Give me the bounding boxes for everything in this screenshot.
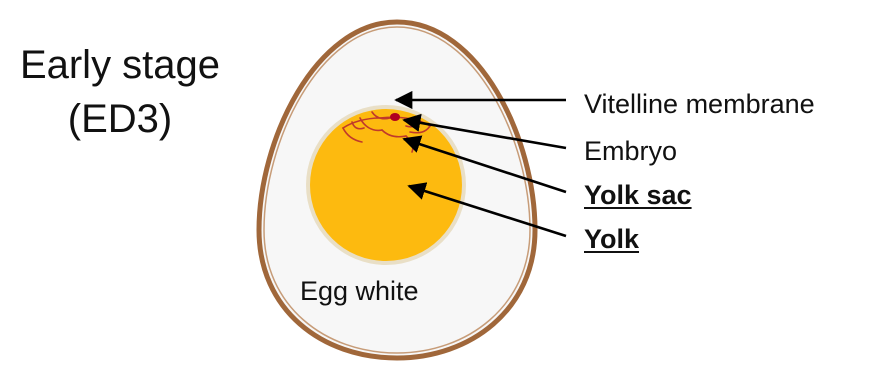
label-vitelline-membrane: Vitelline membrane bbox=[584, 88, 815, 120]
embryo bbox=[390, 113, 400, 121]
label-yolk: Yolk bbox=[584, 223, 639, 255]
label-egg-white: Egg white bbox=[300, 275, 419, 307]
stage-title-line2: (ED3) bbox=[0, 96, 240, 142]
stage-title-line1: Early stage bbox=[0, 42, 240, 88]
label-yolk-sac: Yolk sac bbox=[584, 179, 692, 211]
yolk bbox=[310, 109, 462, 261]
label-embryo: Embryo bbox=[584, 135, 677, 167]
